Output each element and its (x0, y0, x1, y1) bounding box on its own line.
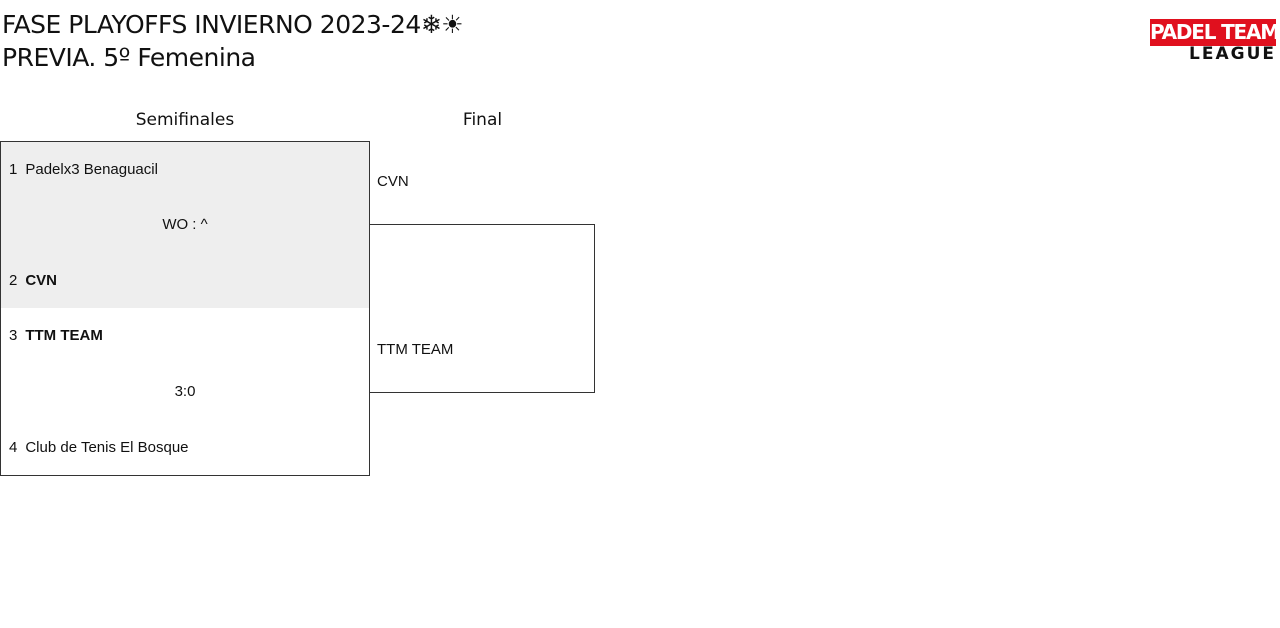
match-1-team-1: 1 Padelx3 Benaguacil (9, 161, 158, 179)
semifinal-match-1: 1 Padelx3 Benaguacil WO : ^ 2 CVN (0, 141, 370, 309)
match-2-score: 3:0 (174, 383, 196, 400)
title-line-1: FASE PLAYOFFS INVIERNO 2023-24❄☀ (2, 10, 464, 39)
logo-top-text: PADEL TEAM (1150, 19, 1276, 46)
seed-number: 3 (9, 327, 18, 344)
seed-number: 4 (9, 439, 18, 456)
page-title: FASE PLAYOFFS INVIERNO 2023-24❄☀ PREVIA.… (2, 8, 464, 74)
seed-number: 2 (9, 272, 18, 289)
final-heading: Final (462, 110, 503, 130)
match-2-team-2: 4 Club de Tenis El Bosque (9, 439, 189, 457)
final-team-2: TTM TEAM (377, 341, 454, 358)
match-2-team-1: 3 TTM TEAM (9, 327, 103, 345)
seed-number: 1 (9, 161, 18, 178)
final-team-1: CVN (377, 173, 409, 190)
title-line-2: PREVIA. 5º Femenina (2, 43, 256, 72)
match-1-score: WO : ^ (162, 216, 208, 233)
team-name-winner: TTM TEAM (25, 327, 103, 344)
match-1-team-2: 2 CVN (9, 272, 57, 290)
team-name: Club de Tenis El Bosque (25, 439, 189, 456)
final-bracket-connector (370, 224, 595, 393)
semifinals-heading: Semifinales (135, 110, 235, 130)
team-name-winner: CVN (25, 272, 58, 289)
team-name: Padelx3 Benaguacil (25, 161, 158, 178)
padel-team-league-logo: PADEL TEAM LEAGUE (1150, 19, 1276, 63)
logo-bottom-text: LEAGUE (1189, 44, 1276, 64)
semifinal-match-2: 3 TTM TEAM 3:0 4 Club de Tenis El Bosque (0, 308, 370, 476)
